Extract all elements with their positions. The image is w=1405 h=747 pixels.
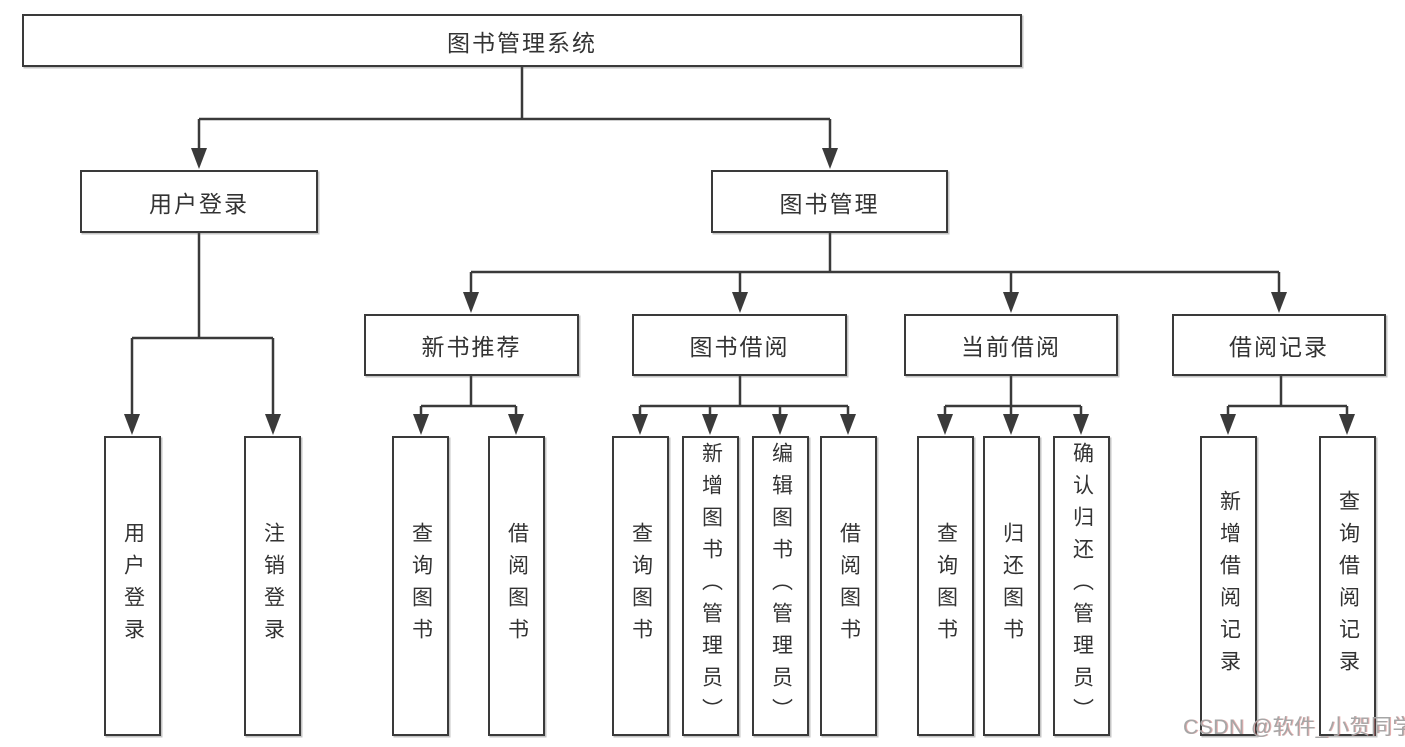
node-label: 图书借阅	[689, 334, 790, 360]
leaf-return-books: 归还图书	[983, 436, 1040, 736]
node-label: 新书推荐	[421, 334, 522, 360]
leaf-confirm-return-admin: 确认归还（管理员）	[1053, 436, 1110, 736]
node-label: 确认归还（管理员）	[1070, 442, 1094, 730]
node-label: 用户登录	[149, 190, 249, 217]
node-label: 用户登录	[121, 522, 145, 650]
node-label: 查询图书	[934, 522, 958, 650]
leaf-borrow-books-recommend: 借阅图书	[488, 436, 545, 736]
node-label: 查询图书	[409, 522, 433, 650]
leaf-edit-books-admin: 编辑图书（管理员）	[752, 436, 809, 736]
node-book-borrowing: 图书借阅	[632, 314, 847, 376]
leaf-query-books-current: 查询图书	[917, 436, 974, 736]
csdn-watermark: CSDN @软件_小贺同学	[1183, 716, 1405, 739]
connector-paths	[130, 67, 1349, 424]
leaf-query-borrow-record: 查询借阅记录	[1319, 436, 1376, 736]
leaf-query-books-borrowing: 查询图书	[612, 436, 669, 736]
node-new-book-recommendation: 新书推荐	[364, 314, 579, 376]
leaf-query-books-recommend: 查询图书	[392, 436, 449, 736]
node-label: 注销登录	[261, 522, 285, 650]
node-current-borrowing: 当前借阅	[904, 314, 1118, 376]
node-label: 查询图书	[629, 522, 653, 650]
node-label: 借阅图书	[505, 522, 529, 650]
arrow-heads	[124, 148, 1355, 435]
node-label: 查询借阅记录	[1336, 490, 1360, 682]
node-label: 当前借阅	[961, 334, 1061, 360]
node-label: 图书管理	[779, 190, 880, 217]
node-book-management: 图书管理	[711, 170, 948, 233]
leaf-add-books-admin: 新增图书（管理员）	[682, 436, 739, 736]
node-label: 编辑图书（管理员）	[769, 442, 793, 730]
leaf-user-login: 用户登录	[104, 436, 161, 736]
leaf-logout: 注销登录	[244, 436, 301, 736]
node-label: 新增借阅记录	[1217, 490, 1241, 682]
node-label: 借阅图书	[837, 522, 861, 650]
node-label: 新增图书（管理员）	[699, 442, 723, 730]
leaf-add-borrow-record: 新增借阅记录	[1200, 436, 1257, 736]
node-library-management-system: 图书管理系统	[22, 14, 1022, 67]
node-label: 归还图书	[1000, 522, 1024, 650]
leaf-borrow-books: 借阅图书	[820, 436, 877, 736]
node-label: 借阅记录	[1229, 334, 1329, 360]
node-label: 图书管理系统	[447, 29, 597, 56]
node-borrowing-records: 借阅记录	[1172, 314, 1386, 376]
node-user-login: 用户登录	[80, 170, 318, 233]
